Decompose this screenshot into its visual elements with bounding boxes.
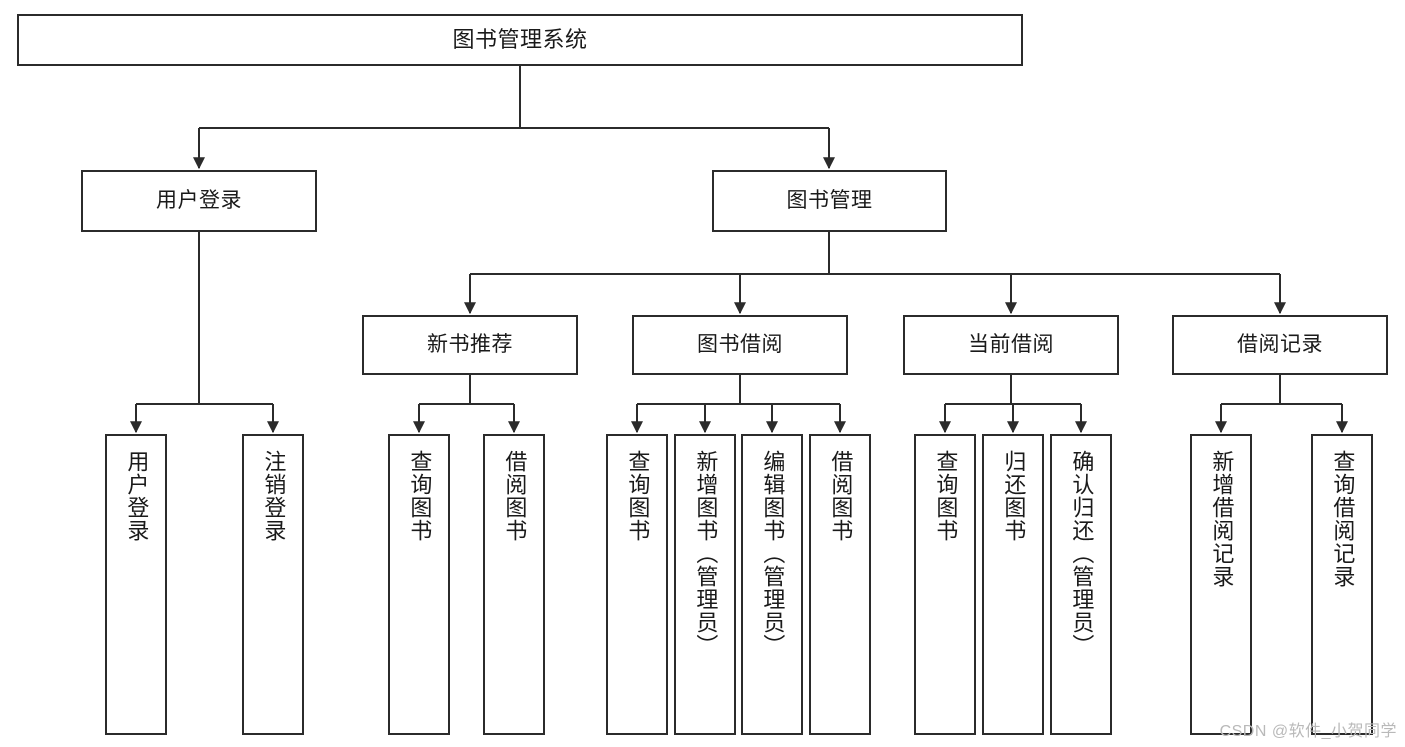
node-label: 借阅图书	[828, 450, 854, 542]
node-leaf06[interactable]: 新增图书（管理员）	[674, 434, 736, 735]
node-leaf13[interactable]: 查询借阅记录	[1311, 434, 1373, 735]
node-label: 编辑图书（管理员）	[760, 450, 786, 657]
edge-paths	[130, 66, 1348, 434]
node-l2b[interactable]: 图书借阅	[632, 315, 848, 375]
node-root[interactable]: 图书管理系统	[17, 14, 1023, 66]
node-label: 注销登录	[261, 450, 287, 542]
node-leaf03[interactable]: 查询图书	[388, 434, 450, 735]
node-label: 图书借阅	[697, 332, 783, 356]
node-leaf10[interactable]: 归还图书	[982, 434, 1044, 735]
node-label: 查询图书	[407, 450, 433, 542]
node-label: 借阅记录	[1237, 332, 1323, 356]
node-leaf05[interactable]: 查询图书	[606, 434, 668, 735]
node-label: 确认归还（管理员）	[1069, 450, 1095, 657]
node-leaf09[interactable]: 查询图书	[914, 434, 976, 735]
node-label: 图书管理系统	[452, 27, 588, 53]
node-label: 归还图书	[1001, 450, 1027, 542]
node-label: 查询图书	[933, 450, 959, 542]
node-leaf12[interactable]: 新增借阅记录	[1190, 434, 1252, 735]
node-label: 用户登录	[156, 188, 242, 212]
node-leaf02[interactable]: 注销登录	[242, 434, 304, 735]
node-leaf07[interactable]: 编辑图书（管理员）	[741, 434, 803, 735]
node-leaf11[interactable]: 确认归还（管理员）	[1050, 434, 1112, 735]
node-label: 新增借阅记录	[1209, 450, 1235, 588]
node-l1a[interactable]: 用户登录	[81, 170, 317, 232]
node-label: 当前借阅	[968, 332, 1054, 356]
node-label: 查询图书	[625, 450, 651, 542]
node-leaf08[interactable]: 借阅图书	[809, 434, 871, 735]
node-label: 查询借阅记录	[1330, 450, 1356, 588]
node-label: 新增图书（管理员）	[693, 450, 719, 657]
node-l2d[interactable]: 借阅记录	[1172, 315, 1388, 375]
node-label: 新书推荐	[427, 332, 513, 356]
node-label: 图书管理	[786, 188, 873, 212]
node-leaf04[interactable]: 借阅图书	[483, 434, 545, 735]
node-label: 借阅图书	[502, 450, 528, 542]
node-l2c[interactable]: 当前借阅	[903, 315, 1119, 375]
node-l1b[interactable]: 图书管理	[712, 170, 947, 232]
node-l2a[interactable]: 新书推荐	[362, 315, 578, 375]
node-label: 用户登录	[124, 450, 150, 542]
node-leaf01[interactable]: 用户登录	[105, 434, 167, 735]
watermark-text: CSDN @软件_小贺同学	[1219, 723, 1397, 740]
